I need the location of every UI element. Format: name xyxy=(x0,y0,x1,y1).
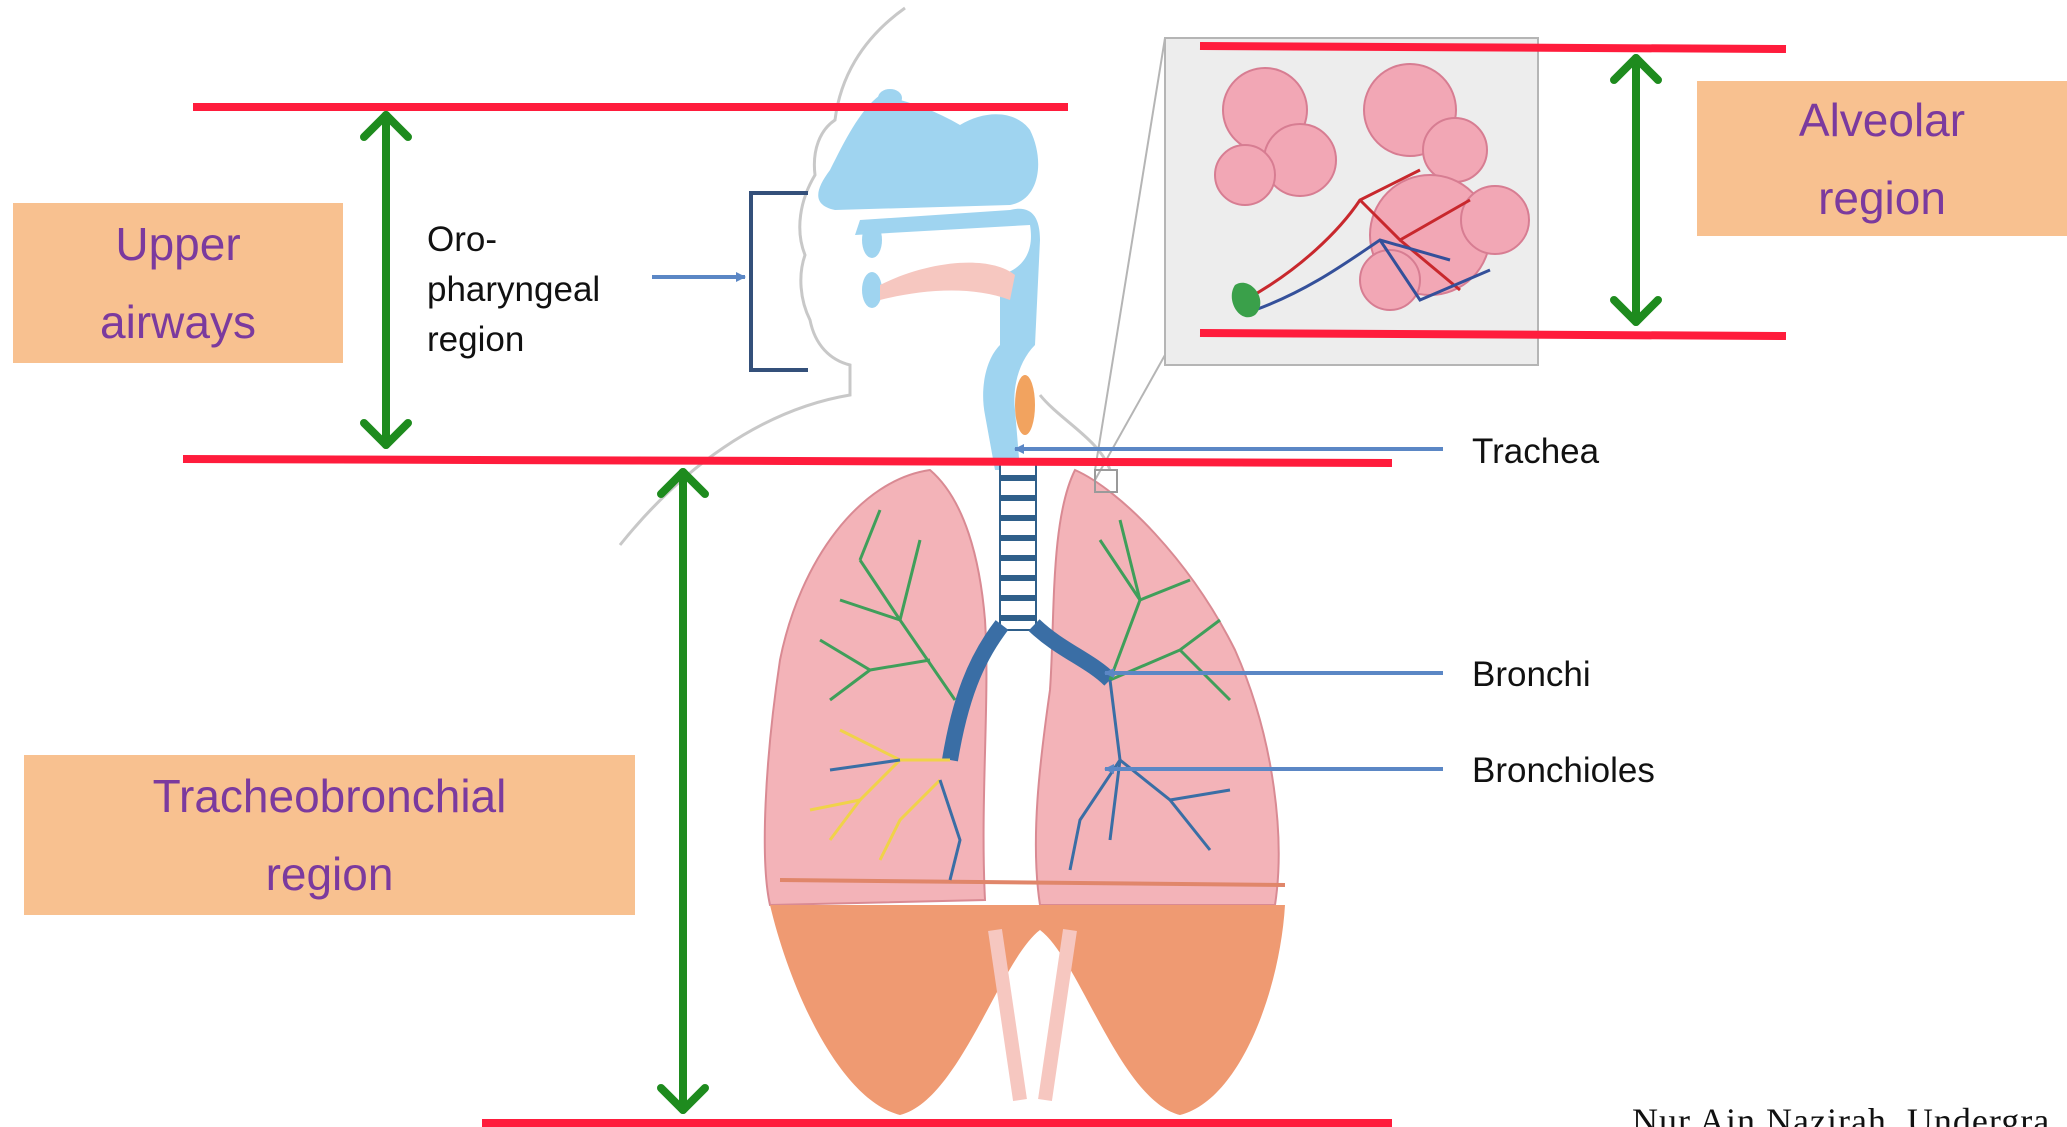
upper-airways-label-line-1: Upper xyxy=(13,205,343,283)
upper-airways-label-box: Upper airways xyxy=(13,203,343,363)
alveolar-inset xyxy=(1095,38,1538,492)
oropharyngeal-label: Oro- pharyngeal region xyxy=(427,215,600,365)
nasal-oral-airway xyxy=(818,89,1040,470)
tracheobronchial-label-box: Tracheobronchial region xyxy=(24,755,635,915)
boundary-line-alveolar-top xyxy=(1200,46,1786,49)
bronchi-label: Bronchi xyxy=(1472,650,1591,700)
boundary-line-alveolar-bottom xyxy=(1200,333,1786,336)
oropharyngeal-label-line-1: Oro- xyxy=(427,215,600,265)
bronchioles-label: Bronchioles xyxy=(1472,746,1655,796)
image-credit: Nur Ain Nazirah, Undergra xyxy=(1632,1100,2050,1127)
alveolar-label-box: Alveolar region xyxy=(1697,81,2067,236)
upper-airways-label-line-2: airways xyxy=(13,283,343,361)
alveolar-label-line-1: Alveolar xyxy=(1697,81,2067,159)
alveolar-label-line-2: region xyxy=(1697,159,2067,237)
trachea-label: Trachea xyxy=(1472,427,1599,477)
tracheobronchial-label-line-2: region xyxy=(24,835,635,913)
trachea-illustration xyxy=(1000,460,1036,630)
oropharyngeal-label-line-3: region xyxy=(427,315,600,365)
oropharyngeal-label-line-2: pharyngeal xyxy=(427,265,600,315)
tracheobronchial-label-line-1: Tracheobronchial xyxy=(24,757,635,835)
boundary-line-upper-airways-bottom xyxy=(183,459,1392,463)
tracheobronchial-extent-arrow xyxy=(661,472,705,1110)
alveolar-extent-arrow xyxy=(1614,58,1658,322)
upper-airways-extent-arrow xyxy=(364,115,408,445)
